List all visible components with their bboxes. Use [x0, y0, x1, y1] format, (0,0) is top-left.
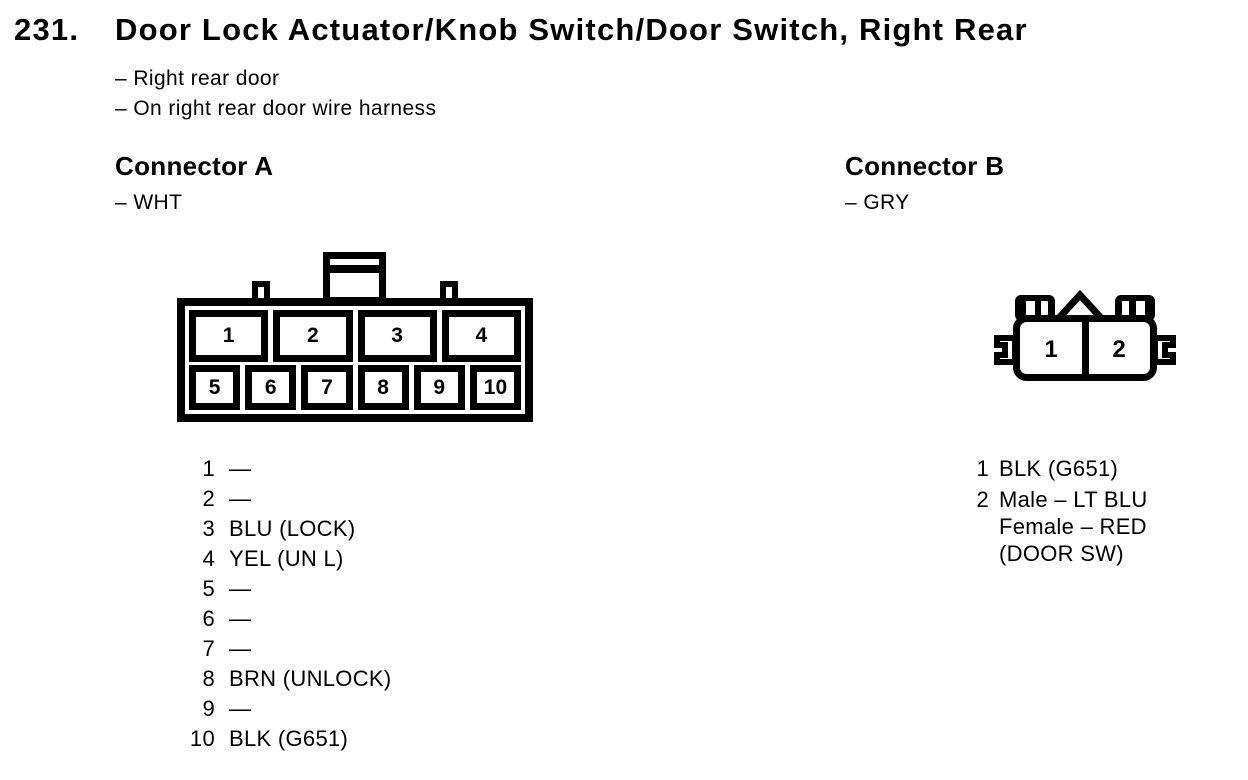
section-number: 231.: [14, 12, 80, 47]
page-title: 231. Door Lock Actuator/Knob Switch/Door…: [14, 12, 1028, 48]
connector-b-top-tab-left-slot: [1026, 301, 1035, 321]
connector-b-left-wing: [994, 335, 1018, 365]
pin-number: 8: [202, 666, 215, 691]
pinout-row: 2 —: [183, 484, 392, 514]
pinout-row: 1 BLK (G651): [960, 454, 1148, 484]
pin-number: 2: [202, 486, 215, 511]
pin-wire-line: (DOOR SW): [999, 541, 1124, 566]
connector-a-bottom-row: 5 6 7 8 9 10: [189, 365, 522, 410]
connector-a-pin-cell-2: 2: [273, 310, 353, 362]
connector-a-top-row: 1 2 3 4: [189, 310, 521, 362]
connector-b-color-note: – GRY: [845, 191, 910, 214]
pin-number: 2: [976, 487, 989, 512]
connector-a-pin-cell-9: 9: [413, 365, 465, 410]
connector-a-pin-cell-10: 10: [469, 365, 522, 410]
connector-b-pinout: 1 BLK (G651) 2 Male – LT BLU Female – RE…: [960, 454, 1148, 567]
pinout-row: 7 —: [183, 634, 392, 664]
connector-b-pin-cell-2: 2: [1112, 336, 1125, 363]
connector-b-diagram: 1 2: [994, 289, 1176, 381]
pin-number: 7: [202, 636, 215, 661]
pinout-row: 5 —: [183, 574, 392, 604]
pinout-row: 4 YEL (UN L): [183, 544, 392, 574]
connector-a-pin-cell-5: 5: [189, 365, 241, 410]
connector-b-right-wing: [1152, 335, 1176, 365]
pin-wire: —: [229, 486, 252, 511]
pin-wire: —: [229, 456, 252, 481]
connector-a-latch-tab: [323, 252, 386, 304]
pin-wire: BLU (LOCK): [229, 516, 356, 541]
pinout-row: 10 BLK (G651): [183, 724, 392, 754]
connector-a-diagram: 1 2 3 4 5 6 7 8 9 10: [177, 252, 533, 422]
pinout-row: 3 BLU (LOCK): [183, 514, 392, 544]
note-line: – Right rear door: [115, 67, 280, 90]
pin-number: 6: [202, 606, 215, 631]
pinout-row: 9 —: [183, 694, 392, 724]
connector-b-top-tab-right-slot2: [1136, 301, 1145, 321]
pin-number: 1: [202, 456, 215, 481]
connector-a-pin-cell-7: 7: [301, 365, 353, 410]
pin-number: 10: [189, 726, 215, 751]
connector-a-pin-cell-1: 1: [189, 310, 269, 362]
connector-b-pin-cell-1: 1: [1044, 336, 1057, 363]
connector-a-pin-cell-4: 4: [441, 310, 521, 362]
connector-a-housing: 1 2 3 4 5 6 7 8 9 10: [177, 298, 533, 422]
pin-number: 3: [202, 516, 215, 541]
note-line: – On right rear door wire harness: [115, 97, 437, 120]
pin-wire-line: Female – RED: [999, 514, 1147, 539]
pin-wire: —: [229, 696, 252, 721]
pin-wire: BLK (G651): [229, 726, 349, 751]
pin-number: 9: [202, 696, 215, 721]
pin-wire: BLK (G651): [999, 456, 1119, 481]
section-title: Door Lock Actuator/Knob Switch/Door Swit…: [115, 12, 1028, 47]
pinout-row: 1 —: [183, 454, 392, 484]
pin-wire: Male – LT BLU Female – RED (DOOR SW): [999, 486, 1148, 567]
connector-a-pin-cell-6: 6: [245, 365, 297, 410]
connector-b-heading: Connector B: [845, 151, 1005, 181]
connector-a-pin-cell-3: 3: [357, 310, 437, 362]
connector-a-pin-cell-8: 8: [357, 365, 409, 410]
pin-wire: YEL (UN L): [229, 546, 344, 571]
connector-a-pinout: 1 — 2 — 3 BLU (LOCK) 4 YEL (UN L) 5 — 6 …: [183, 454, 392, 754]
pin-number: 1: [976, 456, 989, 481]
pin-number: 5: [202, 576, 215, 601]
header-notes: – Right rear door – On right rear door w…: [115, 64, 436, 124]
pinout-row: 8 BRN (UNLOCK): [183, 664, 392, 694]
pin-wire: —: [229, 606, 252, 631]
connector-b-top-tab-left-slot2: [1041, 301, 1048, 321]
connector-b-top-tab-right-slot: [1122, 301, 1129, 321]
connector-a-latch-bar: [330, 265, 379, 273]
pin-wire-line: Male – LT BLU: [999, 487, 1148, 512]
pinout-row: 6 —: [183, 604, 392, 634]
connector-a-heading: Connector A: [115, 151, 274, 181]
pin-wire: —: [229, 636, 252, 661]
pin-wire: BRN (UNLOCK): [229, 666, 392, 691]
pin-number: 4: [202, 546, 215, 571]
pin-wire: —: [229, 576, 252, 601]
connector-a-color-note: – WHT: [115, 191, 183, 214]
pinout-row: 2 Male – LT BLU Female – RED (DOOR SW): [960, 486, 1148, 567]
